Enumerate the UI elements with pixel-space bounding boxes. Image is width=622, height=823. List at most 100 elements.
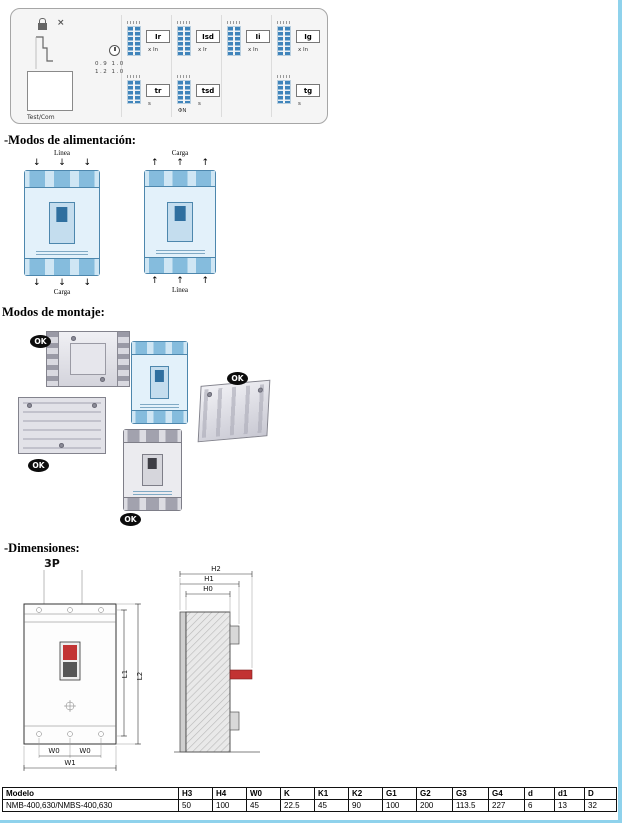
arrow-row: ↑ ↑ ↑	[151, 158, 209, 168]
cell: 227	[488, 799, 525, 812]
scale-ticks	[177, 75, 191, 78]
setting-unit: s	[298, 101, 301, 107]
screw	[27, 403, 32, 408]
side-view	[174, 611, 260, 753]
ok-badge: OK	[227, 372, 248, 385]
col-header: K2	[348, 787, 383, 800]
heading-dimensions: -Dimensiones:	[4, 541, 80, 555]
padlock-icon	[38, 18, 47, 30]
dip-switch-bank	[177, 80, 191, 104]
dip-switch-bank	[227, 26, 241, 56]
down-arrow-icon: ↓	[33, 158, 41, 168]
scale-ticks	[127, 75, 141, 78]
cross-icon: ×	[57, 18, 65, 28]
cell: 13	[554, 799, 585, 812]
breaker-terminals	[132, 410, 187, 423]
breaker-handle-frame	[149, 366, 170, 399]
breaker-label-lines	[140, 403, 179, 408]
scale-ticks	[277, 75, 291, 78]
load-label: Carga	[53, 288, 71, 296]
feed-mode-bottom-supply: Carga ↑ ↑ ↑ ↑ ↑ ↑ Línea	[134, 149, 226, 295]
breaker-terminals	[124, 497, 181, 510]
panel-divider	[171, 15, 172, 117]
breaker-rocker	[56, 207, 68, 223]
up-arrow-icon: ↑	[201, 158, 209, 168]
load-label: Carga	[171, 149, 189, 157]
front-vertical-dimensions: L1 L2	[116, 603, 144, 745]
screw	[59, 443, 64, 448]
down-arrow-icon: ↓	[58, 278, 66, 288]
down-arrow-icon: ↓	[83, 158, 91, 168]
mounting-view-side	[18, 397, 106, 454]
cell: 45	[314, 799, 349, 812]
line-label: Línea	[172, 286, 188, 294]
pole-count-label: 3P	[44, 557, 60, 570]
breaker-body-section	[185, 611, 231, 753]
breaker-terminals	[25, 258, 99, 275]
up-arrow-icon: ↑	[176, 158, 184, 168]
mounting-view-vertical-blue	[131, 341, 188, 424]
setting-group-ir: Ir x In	[127, 21, 175, 71]
handle-red	[63, 645, 77, 660]
cell: 50	[178, 799, 213, 812]
setting-unit: s	[148, 101, 151, 107]
col-header: G3	[452, 787, 489, 800]
breaker-terminals	[145, 256, 215, 273]
col-header: Modelo	[2, 787, 179, 800]
table-header-row: Modelo H3 H4 W0 K K1 K2 G1 G2 G3 G4 d d1…	[2, 787, 617, 800]
setting-label: Ig	[296, 30, 320, 43]
cell: 100	[382, 799, 417, 812]
dim-label-h0: H0	[203, 585, 213, 593]
breaker-terminals	[145, 171, 215, 188]
setting-label: Ii	[246, 30, 270, 43]
mounting-view-inverted	[123, 429, 182, 511]
setting-group-tsd: tsd s	[177, 75, 225, 125]
dip-switch-bank	[277, 26, 291, 56]
setting-label: tsd	[196, 84, 220, 97]
dimension-drawing: 3P L	[23, 557, 260, 771]
down-arrow-icon: ↓	[83, 278, 91, 288]
test-connector-window	[27, 71, 73, 111]
front-bottom-dimensions: W0 W0 W1	[23, 738, 117, 771]
col-header: d1	[554, 787, 585, 800]
setting-label: tr	[146, 84, 170, 97]
dim-label-w0a: W0	[48, 747, 59, 755]
breaker-terminals	[132, 342, 187, 355]
terminal-band	[116, 332, 129, 386]
cell: 22.5	[280, 799, 315, 812]
breaker-label-lines	[132, 490, 173, 495]
breaker-rocker	[148, 458, 157, 470]
setting-group-ii: Ii x In	[227, 21, 275, 71]
heading-feed-modes: -Modos de alimentación:	[4, 133, 136, 147]
breaker-face-plate	[69, 342, 107, 376]
dim-label-w1: W1	[64, 759, 75, 767]
handle-red	[229, 669, 253, 680]
col-header: G4	[488, 787, 525, 800]
panel-divider	[121, 15, 122, 117]
test-com-label: Test/Com	[27, 114, 55, 121]
mounting-view-horizontal	[46, 331, 130, 387]
setting-group-ig: Ig x In	[277, 21, 325, 71]
setting-unit: x Ir	[198, 47, 207, 53]
breaker-handle-frame	[48, 202, 76, 244]
arrow-row: ↓ ↓ ↓	[33, 158, 91, 168]
breaker-label-lines	[36, 251, 88, 256]
dim-label-w0b: W0	[79, 747, 90, 755]
breaker-rocker	[174, 206, 186, 222]
col-header: H4	[212, 787, 247, 800]
trip-unit-panel-diagram: × 0.9 1.0 1.2 1.0 Test/Com Ir x In Isd x…	[10, 8, 328, 124]
cell: 200	[416, 799, 453, 812]
col-header: K	[280, 787, 315, 800]
setting-unit: s	[198, 101, 201, 107]
up-arrow-icon: ↑	[151, 158, 159, 168]
cell: 45	[246, 799, 281, 812]
breaker-illustration	[144, 170, 216, 274]
setting-group-isd: Isd x Ir	[177, 21, 225, 71]
adjustment-dial	[109, 45, 120, 56]
setting-group-tg: tg s	[277, 75, 325, 125]
panel-divider	[221, 15, 222, 117]
neutral-phase-label: ΦN	[178, 108, 187, 114]
col-header: D	[584, 787, 617, 800]
line-label: Línea	[54, 149, 70, 157]
dim-label-h2: H2	[211, 565, 221, 573]
